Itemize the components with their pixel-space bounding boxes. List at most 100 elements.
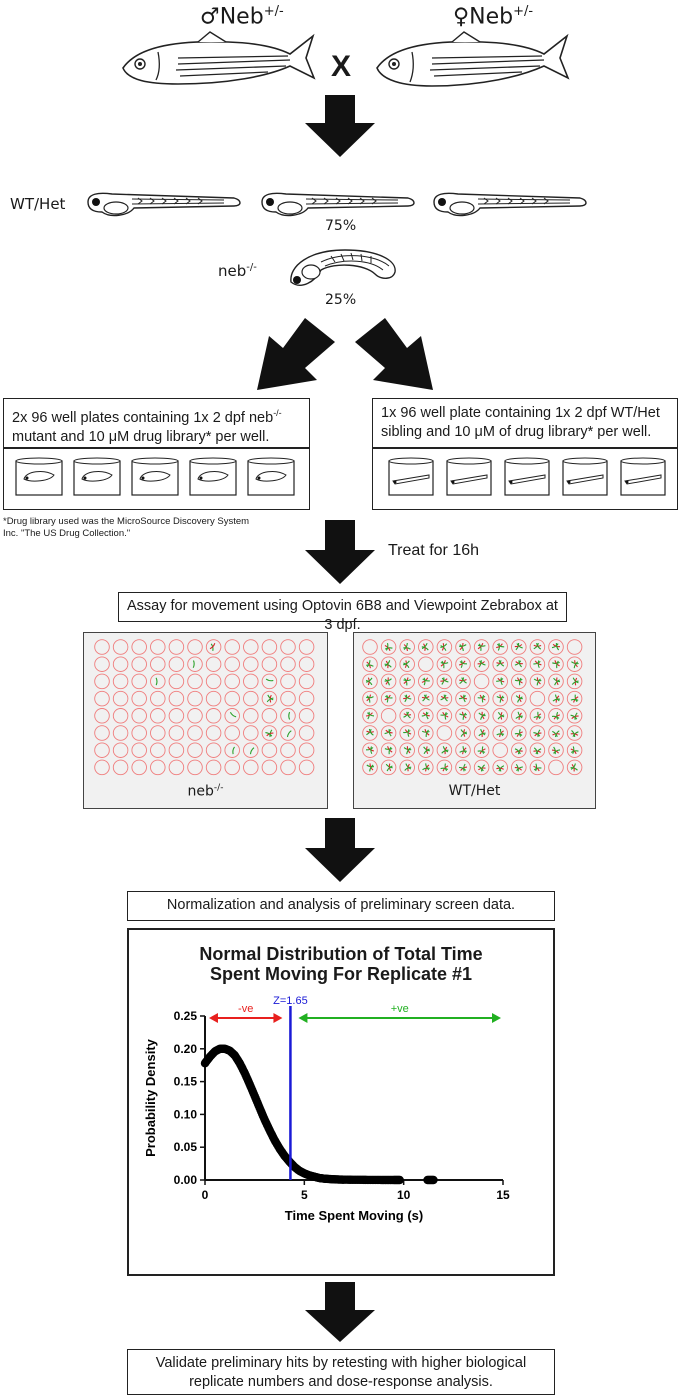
y-tick-label: 0.15 xyxy=(174,1075,198,1089)
well xyxy=(298,656,315,672)
well xyxy=(298,673,315,690)
well xyxy=(511,690,527,707)
mutant-well-5 xyxy=(247,457,295,496)
negative-range-label: -ve xyxy=(238,1003,253,1015)
movement-trace xyxy=(441,749,449,754)
well xyxy=(150,708,166,724)
mutant-well-3 xyxy=(131,457,179,496)
well xyxy=(436,708,453,724)
well xyxy=(492,673,508,690)
well xyxy=(298,725,315,741)
positive-arrowhead-right xyxy=(492,1013,502,1023)
well xyxy=(261,639,278,655)
drug-library-footnote: *Drug library used was the MicroSource D… xyxy=(3,516,250,539)
movement-trace xyxy=(517,696,523,703)
down-arrow-2-icon xyxy=(305,520,375,584)
well xyxy=(243,690,259,707)
well xyxy=(224,656,240,672)
well xyxy=(418,742,434,758)
well xyxy=(455,759,471,776)
well xyxy=(187,656,203,672)
well xyxy=(150,690,166,707)
well xyxy=(94,742,110,758)
movement-trace xyxy=(368,728,374,736)
well xyxy=(131,742,147,758)
well xyxy=(436,742,453,758)
wt-het-well-2 xyxy=(446,457,492,496)
well xyxy=(187,725,203,741)
mutant-well-2 xyxy=(73,457,121,496)
data-point xyxy=(429,1175,438,1185)
female-zebrafish-icon xyxy=(376,31,570,87)
well xyxy=(112,742,129,758)
movement-trace xyxy=(232,746,235,755)
mutant-plate-label: neb-/- xyxy=(187,783,224,800)
movement-trace xyxy=(573,661,579,669)
well xyxy=(261,759,278,776)
chart-title: Normal Distribution of Total Time Spent … xyxy=(199,944,483,984)
wt-het-result-plate: WT/Het xyxy=(353,632,596,809)
well xyxy=(150,673,166,690)
well xyxy=(298,742,315,758)
well xyxy=(362,656,378,672)
well xyxy=(436,725,453,741)
movement-trace xyxy=(570,714,578,720)
well xyxy=(492,759,508,776)
well xyxy=(492,639,508,655)
well xyxy=(473,708,490,724)
well xyxy=(529,673,546,690)
y-tick-label: 0.10 xyxy=(174,1107,198,1121)
well xyxy=(280,690,296,707)
well xyxy=(492,656,508,672)
movement-trace xyxy=(477,644,486,647)
well xyxy=(548,656,564,672)
movement-trace xyxy=(551,715,560,719)
wt-het-larva-2-icon xyxy=(261,192,415,217)
well xyxy=(436,690,453,707)
movement-trace xyxy=(249,747,255,755)
mutant-well-strip xyxy=(3,448,310,510)
well xyxy=(261,742,278,758)
movement-trace xyxy=(155,677,158,686)
movement-trace xyxy=(570,763,576,770)
y-tick-label: 0.25 xyxy=(174,1009,198,1023)
well xyxy=(455,656,471,672)
well xyxy=(261,690,278,707)
movement-trace xyxy=(480,713,486,720)
well xyxy=(566,656,583,672)
wt-het-well-1 xyxy=(388,457,434,496)
well xyxy=(298,639,315,655)
well xyxy=(492,708,508,724)
movement-trace xyxy=(441,677,449,683)
well xyxy=(94,673,110,690)
down-arrow-3-icon xyxy=(305,818,375,882)
well xyxy=(492,725,508,741)
well xyxy=(224,759,240,776)
well xyxy=(473,639,490,655)
movement-trace xyxy=(403,679,412,682)
x-tick-label: 5 xyxy=(301,1188,308,1202)
movement-trace xyxy=(571,729,576,738)
well xyxy=(455,725,471,741)
x-tick-label: 15 xyxy=(496,1188,510,1202)
well xyxy=(548,725,564,741)
movement-trace xyxy=(369,764,374,772)
mutant-percent: 25% xyxy=(325,292,357,308)
male-parent-label: ♂Neb+/- xyxy=(200,4,284,30)
well xyxy=(548,690,564,707)
well xyxy=(168,690,185,707)
well xyxy=(187,673,203,690)
movement-trace xyxy=(536,642,542,650)
positive-range-label: +ve xyxy=(391,1003,409,1015)
well xyxy=(380,690,397,707)
normalization-description: Normalization and analysis of preliminar… xyxy=(127,891,555,921)
wt-het-well-strip xyxy=(372,448,678,510)
assay-description: Assay for movement using Optovin 6B8 and… xyxy=(118,592,567,633)
movement-trace xyxy=(265,678,274,682)
well xyxy=(511,708,527,724)
well xyxy=(112,656,129,672)
well xyxy=(261,708,278,724)
well xyxy=(529,708,546,724)
well xyxy=(380,708,397,724)
